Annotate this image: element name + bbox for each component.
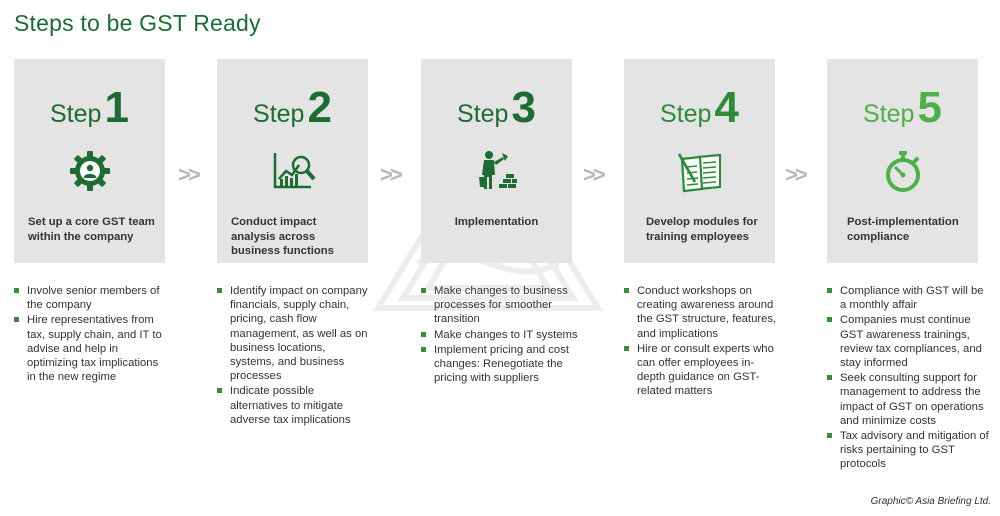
arrow-2: >> <box>380 162 403 187</box>
step-5-caption: Post-implementation compliance <box>847 216 959 243</box>
list-item: Indicate possible alternatives to mitiga… <box>217 384 371 427</box>
step-4-bullets: Conduct workshops on creating awareness … <box>624 284 780 400</box>
list-item: Identify impact on company financials, s… <box>217 284 371 383</box>
arrow-4: >> <box>785 162 808 187</box>
documents-icon <box>677 153 721 193</box>
list-item: Hire representatives from tax, supply ch… <box>14 313 165 384</box>
step-1-bullets: Involve senior members of the company Hi… <box>14 284 165 385</box>
step-3-caption: Implementation <box>454 216 539 228</box>
list-item: Make changes to IT systems <box>421 328 593 342</box>
step-2-heading: Step2 <box>217 83 368 133</box>
step-4-card: Step4 Develop modules for training emplo… <box>624 59 775 263</box>
credit-text: Graphic© Asia Briefing Ltd. <box>870 496 991 507</box>
gear-people-icon <box>69 151 110 191</box>
step-3-card: Step3 Implementation <box>421 59 572 263</box>
step-1-caption: Set up a core GST team within the compan… <box>28 216 155 243</box>
step-4-number: 4 <box>714 83 739 132</box>
step-5-card: Step5 Post-implementation compliance <box>827 59 978 263</box>
arrow-1: >> <box>178 162 201 187</box>
list-item: Seek consulting support for management t… <box>827 371 989 428</box>
step-1-word: Step <box>50 100 102 128</box>
step-2-number: 2 <box>307 83 332 132</box>
list-item: Hire or consult experts who can offer em… <box>624 342 780 399</box>
step-5-heading: Step5 <box>827 83 978 133</box>
list-item: Make changes to business processes for s… <box>421 284 593 327</box>
step-5-bullets: Compliance with GST will be a monthly af… <box>827 284 989 473</box>
step-1-card: Step1 Set up a core GST team within the … <box>14 59 165 263</box>
step-2-word: Step <box>253 100 305 128</box>
step-3-word: Step <box>457 100 509 128</box>
step-1-heading: Step1 <box>14 83 165 133</box>
analysis-chart-icon <box>273 153 316 189</box>
step-5-number: 5 <box>917 83 942 132</box>
step-4-heading: Step4 <box>624 83 775 133</box>
arrow-3: >> <box>583 162 606 187</box>
step-2-bullets: Identify impact on company financials, s… <box>217 284 371 428</box>
step-3-heading: Step3 <box>421 83 572 133</box>
page-title: Steps to be GST Ready <box>14 10 261 36</box>
stopwatch-icon <box>885 151 920 192</box>
step-3-bullets: Make changes to business processes for s… <box>421 284 593 386</box>
list-item: Tax advisory and mitigation of risks per… <box>827 429 989 472</box>
step-4-word: Step <box>660 100 712 128</box>
list-item: Conduct workshops on creating awareness … <box>624 284 780 341</box>
step-4-caption: Develop modules for training employees <box>646 216 758 243</box>
builder-icon <box>478 151 517 189</box>
step-3-number: 3 <box>511 83 536 132</box>
step-2-caption: Conduct impact analysis across business … <box>231 216 334 257</box>
list-item: Companies must continue GST awareness tr… <box>827 313 989 370</box>
step-1-number: 1 <box>104 83 129 132</box>
list-item: Involve senior members of the company <box>14 284 165 312</box>
list-item: Implement pricing and cost changes: Rene… <box>421 343 593 386</box>
step-5-word: Step <box>863 100 915 128</box>
list-item: Compliance with GST will be a monthly af… <box>827 284 989 312</box>
step-2-card: Step2 Conduct impact analysis across bus… <box>217 59 368 263</box>
